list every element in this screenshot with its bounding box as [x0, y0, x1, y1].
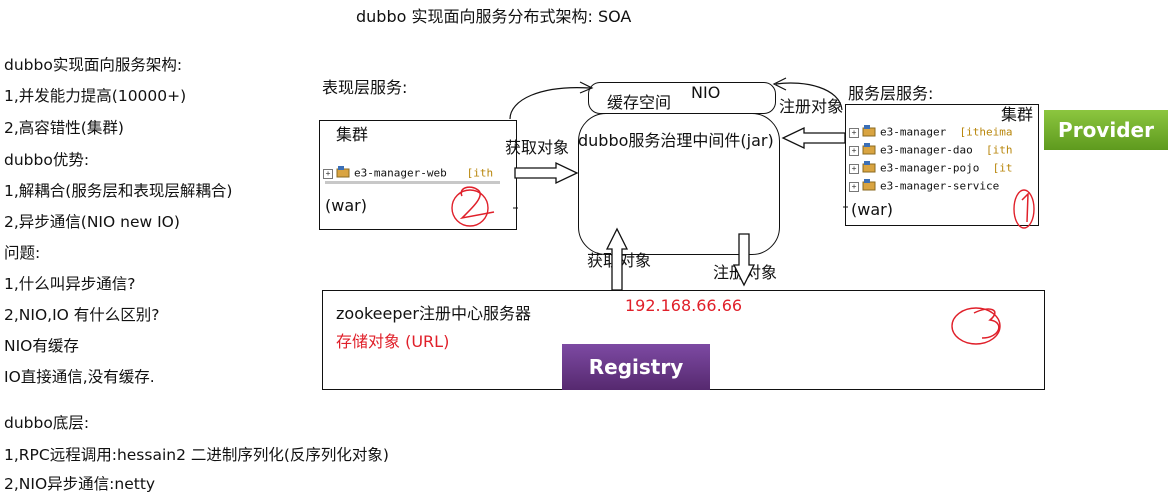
curve-presentation-cache — [509, 87, 591, 120]
note-line: IO直接通信,没有缓存. — [4, 368, 155, 386]
curve-presentation-cache-head — [579, 81, 594, 94]
hollow-arrow-up — [605, 227, 629, 291]
page-title: dubbo 实现面向服务分布式架构: SOA — [356, 7, 632, 26]
note-line: 问题: — [4, 244, 41, 262]
maven-project-icon — [336, 165, 350, 182]
note-line: dubbo底层: — [4, 414, 90, 432]
service-cluster-box — [845, 104, 1039, 226]
curve-service-cache-head — [772, 77, 787, 91]
storage-object-label: 存储对象 (URL) — [336, 332, 450, 351]
maven-project-icon — [862, 124, 876, 141]
note-line: 2,高容错性(集群) — [4, 119, 124, 137]
hollow-arrow-left — [781, 126, 846, 150]
note-line: 2,NIO异步通信:netty — [4, 475, 156, 493]
project-tree-item[interactable]: +e3-manager [itheima — [849, 124, 1012, 141]
register-object-label-right: 注册对象 — [779, 97, 844, 116]
service-war-label: (war) — [851, 200, 893, 219]
expand-icon[interactable]: + — [849, 127, 859, 138]
presentation-war-label: (war) — [325, 196, 367, 215]
expand-icon[interactable]: + — [849, 163, 859, 174]
maven-project-icon — [862, 160, 876, 177]
handwritten-number-2 — [459, 186, 495, 220]
project-tree-item[interactable]: +e3-manager-dao [ith — [849, 142, 1012, 159]
project-tree-item[interactable]: +e3-manager-service — [849, 178, 999, 195]
nio-label: NIO — [691, 83, 721, 102]
project-tree-item[interactable]: +e3-manager-pojo [it — [849, 160, 1012, 177]
registry-badge: Registry — [562, 344, 710, 390]
note-line: dubbo实现面向服务架构: — [4, 56, 183, 74]
hollow-arrow-down — [732, 233, 756, 287]
note-line: NIO有缓存 — [4, 337, 79, 355]
handwritten-number-1 — [1021, 192, 1029, 223]
handwritten-circle-1 — [1013, 189, 1035, 229]
zookeeper-label: zookeeper注册中心服务器 — [336, 304, 531, 323]
handwritten-number-3 — [973, 308, 1000, 339]
hollow-arrow-right — [514, 161, 579, 185]
expand-icon[interactable]: + — [323, 168, 333, 179]
curve-service-cache — [775, 82, 843, 111]
cache-space-box — [588, 82, 776, 114]
presentation-layer-label: 表现层服务: — [322, 78, 408, 97]
presentation-cluster-box — [319, 120, 517, 230]
service-layer-label: 服务层服务: — [848, 84, 934, 103]
zookeeper-ip-label: 192.168.66.66 — [625, 296, 743, 315]
handwritten-circle-3 — [951, 307, 1001, 345]
service-cluster-label: 集群 — [1001, 105, 1034, 124]
presentation-cluster-label: 集群 — [336, 125, 369, 144]
note-line: 1,RPC远程调用:hessain2 二进制序列化(反序列化对象) — [4, 446, 389, 464]
note-line: 2,NIO,IO 有什么区别? — [4, 306, 160, 324]
provider-badge: Provider — [1044, 110, 1168, 150]
presentation-scrollbar[interactable] — [325, 181, 500, 184]
middleware-box — [578, 113, 780, 255]
expand-icon[interactable]: + — [849, 181, 859, 192]
expand-icon[interactable]: + — [849, 145, 859, 156]
project-tree-item[interactable]: +e3-manager-web [ith — [323, 165, 493, 182]
maven-project-icon — [862, 142, 876, 159]
maven-project-icon — [862, 178, 876, 195]
note-line: dubbo优势: — [4, 151, 90, 169]
get-object-label-left: 获取对象 — [505, 138, 570, 157]
middleware-label: dubbo服务治理中间件(jar) — [578, 131, 774, 150]
note-line: 1,什么叫异步通信? — [4, 275, 136, 293]
note-line: 2,异步通信(NIO new IO) — [4, 213, 180, 231]
note-line: 1,解耦合(服务层和表现层解耦合) — [4, 182, 233, 200]
cache-space-label: 缓存空间 — [607, 93, 672, 112]
note-line: 1,并发能力提高(10000+) — [4, 87, 187, 105]
handwritten-circle-2 — [451, 189, 489, 227]
